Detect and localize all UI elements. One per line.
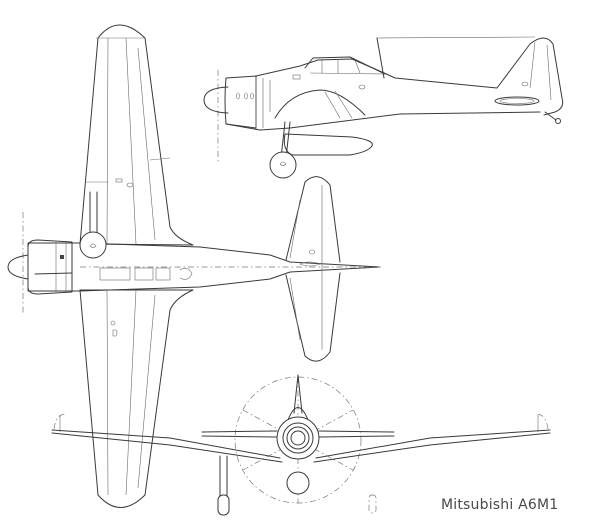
top-view [7,24,381,508]
side-view [203,36,564,179]
front-view [51,374,551,516]
drawing-caption: Mitsubishi A6M1 [441,497,559,513]
